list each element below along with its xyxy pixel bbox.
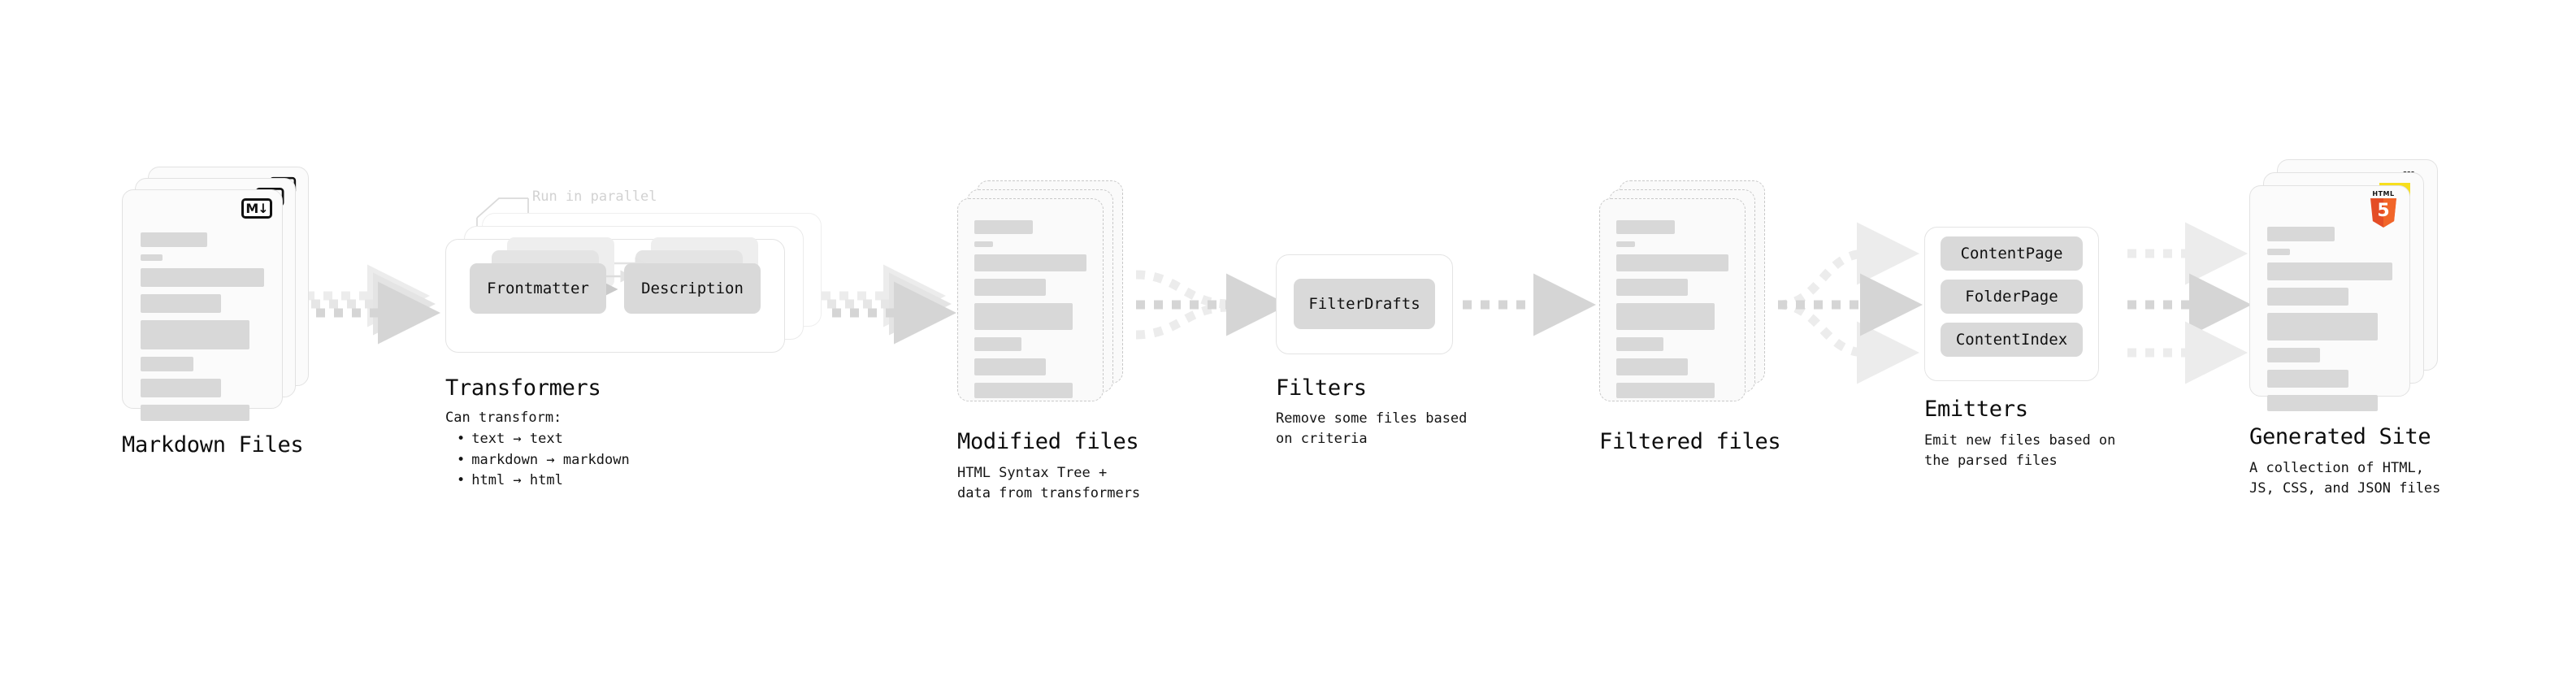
markdown-icon: M↓ <box>241 198 272 219</box>
generated-site-caption: A collection of HTML, JS, CSS, and JSON … <box>2249 460 2441 497</box>
bullet-item: text → text <box>457 429 630 450</box>
site-card-front-html[interactable]: HTML 5 <box>2249 185 2410 411</box>
filtered-card-front[interactable] <box>1599 198 1746 401</box>
skeleton-line <box>974 358 1047 375</box>
transformers-group: Frontmatter Frontmatter Description Desc… <box>445 213 827 358</box>
run-in-parallel-label: Run in parallel <box>532 189 657 205</box>
skeleton-line <box>141 268 264 287</box>
connector-filtered-to-emitters <box>1777 222 1923 384</box>
skeleton-line <box>2267 395 2378 411</box>
skeleton-line <box>974 383 1073 398</box>
emitter-pill-contentpage[interactable]: ContentPage <box>1941 236 2083 271</box>
connector-transformers-to-modified <box>822 264 956 345</box>
skeleton-line <box>1616 254 1728 271</box>
skeleton-line <box>2267 227 2335 241</box>
card-skeleton-lines <box>974 220 1086 406</box>
skeleton-line <box>974 303 1073 330</box>
filtered-files-card-stack <box>1599 180 1778 416</box>
markdown-files-card-stack: M↓ M↓ M↓ <box>122 167 309 421</box>
modified-files-card-stack <box>957 180 1136 416</box>
skeleton-line <box>974 337 1021 351</box>
skeleton-line <box>2267 262 2392 280</box>
connector-md-to-transformers <box>306 264 440 345</box>
markdown-files-title: Markdown Files <box>122 432 304 458</box>
skeleton-line <box>1616 337 1663 351</box>
skeleton-line <box>1616 303 1715 330</box>
filters-title: Filters <box>1276 375 1367 401</box>
skeleton-line <box>974 254 1086 271</box>
skeleton-line <box>141 254 163 261</box>
html5-icon-digit: 5 <box>2377 200 2390 221</box>
generated-site-title: Generated Site <box>2249 424 2431 449</box>
bullet-item: markdown → markdown <box>457 450 629 471</box>
skeleton-line <box>141 294 221 313</box>
emitters-caption: Emit new files based on the parsed files <box>1924 432 2116 469</box>
skeleton-line <box>141 320 249 349</box>
card-skeleton-lines <box>2267 227 2392 419</box>
card-skeleton-lines <box>1616 220 1728 406</box>
transformer-pill-description[interactable]: Description <box>624 263 761 314</box>
transformers-title: Transformers <box>445 375 601 401</box>
modified-files-title: Modified files <box>957 429 1139 454</box>
card-skeleton-lines <box>141 232 264 428</box>
filters-caption: Remove some files based on criteria <box>1276 410 1468 447</box>
bullet-item: html → html <box>457 471 630 492</box>
emitters-title: Emitters <box>1924 397 2028 422</box>
skeleton-line <box>974 241 994 247</box>
skeleton-line <box>974 279 1047 296</box>
transformers-bullet-list: text → text markdown → markdown html → h… <box>445 429 630 492</box>
skeleton-line <box>1616 358 1689 375</box>
skeleton-line <box>2267 288 2349 306</box>
transformer-pill-frontmatter[interactable]: Frontmatter <box>470 263 606 314</box>
skeleton-line <box>1616 383 1715 398</box>
markdown-card-front[interactable]: M↓ <box>122 189 283 421</box>
skeleton-line <box>2267 249 2290 255</box>
html5-icon: HTML 5 <box>2367 191 2400 228</box>
html5-icon-shield: 5 <box>2370 198 2396 228</box>
skeleton-line <box>141 357 194 371</box>
emitter-pill-folderpage[interactable]: FolderPage <box>1941 280 2083 314</box>
skeleton-line <box>141 379 221 397</box>
skeleton-line <box>1616 220 1675 234</box>
skeleton-line <box>1616 241 1636 247</box>
skeleton-line <box>2267 313 2378 340</box>
transformers-caption-header: Can transform: <box>445 410 562 426</box>
skeleton-line <box>2267 348 2320 362</box>
filter-pill-filterdrafts[interactable]: FilterDrafts <box>1294 279 1435 329</box>
html5-icon-label: HTML <box>2372 190 2395 197</box>
emitter-pill-contentindex[interactable]: ContentIndex <box>1941 323 2083 357</box>
connector-modified-to-filters <box>1135 270 1289 340</box>
skeleton-line <box>2267 370 2349 388</box>
skeleton-line <box>141 405 249 421</box>
connector-emitters-to-site <box>2127 222 2252 384</box>
transformers-caption: Can transform: text → text markdown → ma… <box>445 408 630 492</box>
generated-site-card-stack: CSS HTML 5 <box>2249 159 2438 411</box>
filtered-files-title: Filtered files <box>1599 429 1781 454</box>
skeleton-line <box>1616 279 1689 296</box>
modified-card-front[interactable] <box>957 198 1104 401</box>
skeleton-line <box>974 220 1033 234</box>
skeleton-line <box>141 232 208 247</box>
modified-files-caption: HTML Syntax Tree + data from transformer… <box>957 465 1141 501</box>
